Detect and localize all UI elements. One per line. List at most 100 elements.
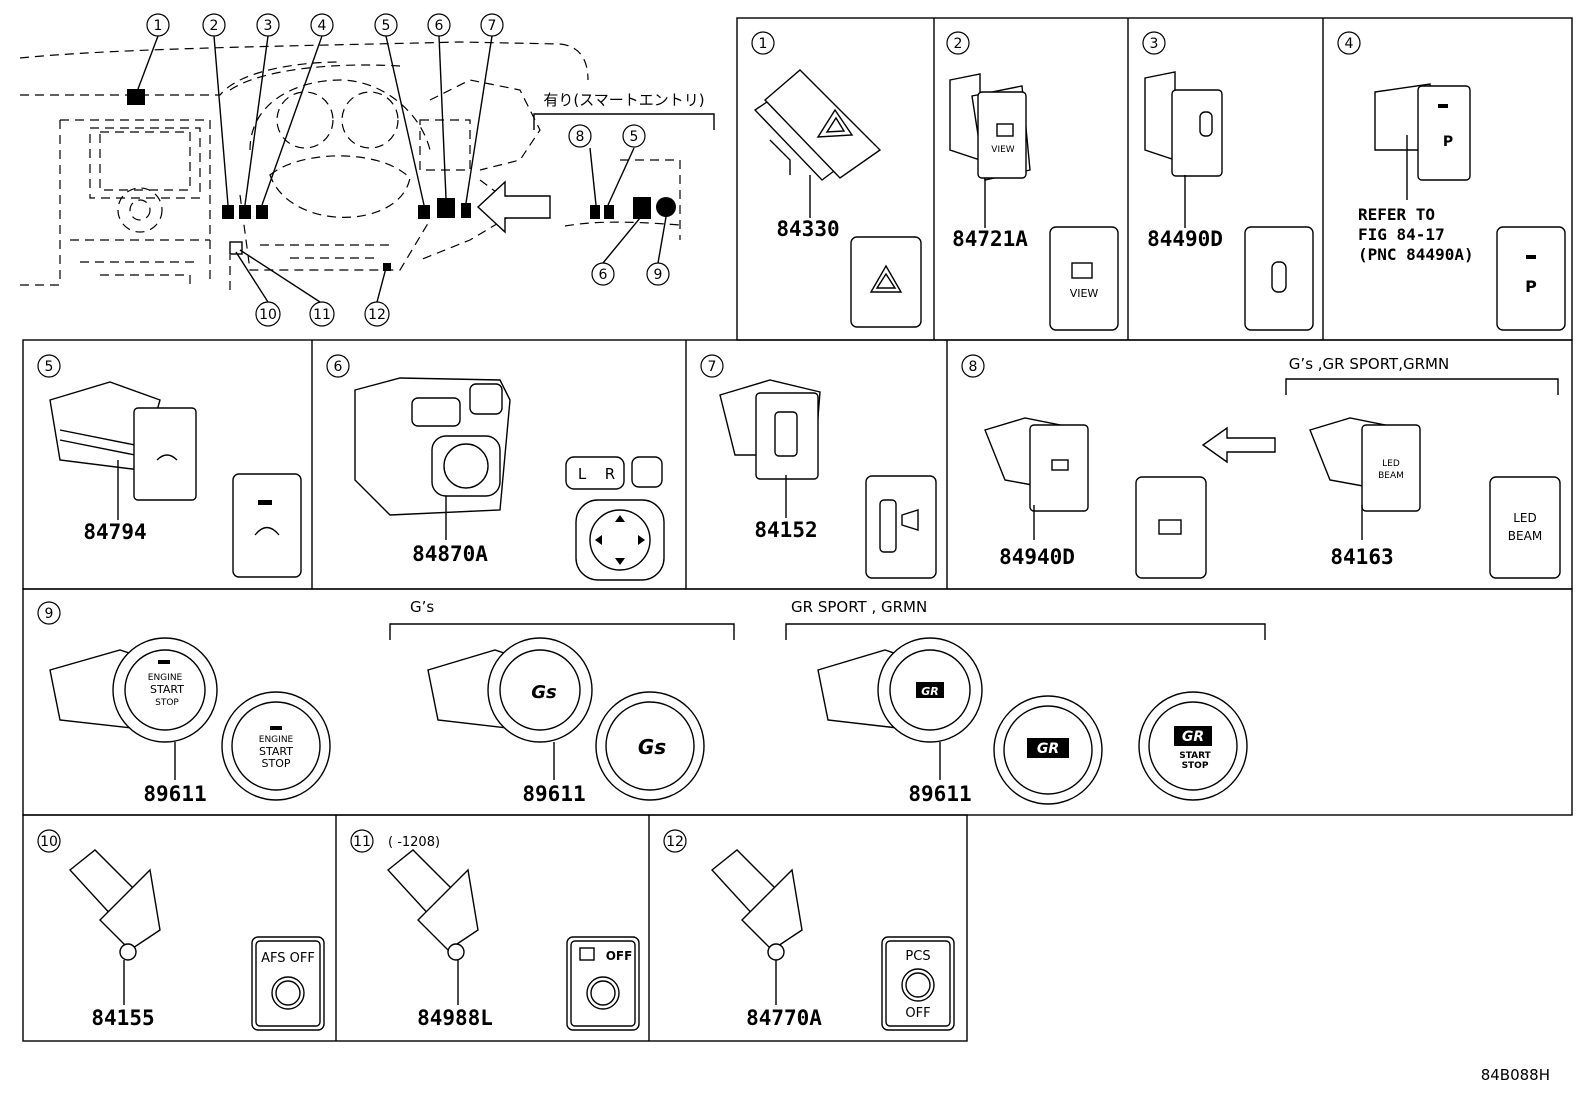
indicator-led (258, 500, 272, 505)
part-number-84721A: 84721A (952, 227, 1028, 251)
view-text: VIEW (1070, 287, 1099, 300)
pcs-off-text: OFF (905, 1006, 930, 1021)
callout-2: 2 (210, 18, 219, 34)
overview-callouts: 1 2 3 4 5 6 7 10 11 12 有り(スマートエントリ) 8 5 … (146, 13, 705, 327)
callout-4: 4 (318, 18, 327, 34)
beam-text-small: BEAM (1378, 471, 1404, 481)
refer-line-3: (PNC 84490A) (1358, 245, 1474, 264)
part-number-84940D: 84940D (999, 545, 1075, 569)
panel-11-off-switch: 11 ( -1208) 84988L OFF (350, 829, 640, 1031)
panel-5-number: 5 (45, 359, 54, 375)
part-number-84155: 84155 (91, 1006, 154, 1030)
mirror-left-label: L (578, 465, 587, 483)
part-number-84770A: 84770A (746, 1006, 822, 1030)
engine-text: ENGINE (259, 735, 294, 745)
part-number-89611-b: 89611 (522, 782, 585, 806)
gs-logo: Gs (638, 735, 666, 759)
panel-8-number: 8 (969, 359, 978, 375)
part-number-84490D: 84490D (1147, 227, 1223, 251)
callout-3: 3 (264, 18, 273, 34)
panel-6-mirror-switch: 6 84870A L R (326, 354, 665, 581)
adaptive-beam-button-face (1135, 476, 1207, 579)
beam-icon (1158, 519, 1182, 535)
mirror-fold-icon (631, 456, 663, 488)
panel-12-number: 12 (666, 834, 684, 850)
panel-7-number: 7 (708, 359, 717, 375)
panel-4-parking-switch: 4 P REFER TO FIG 84-17 (PNC 84490A) P (1337, 31, 1566, 331)
parking-button-face (1496, 226, 1566, 331)
led-text: LED (1513, 511, 1537, 525)
start-button-standard (221, 691, 331, 801)
led-text-small: LED (1382, 459, 1400, 469)
panel-5-wiper-deicer-switch: 5 84794 (37, 354, 302, 578)
callout-9: 9 (654, 267, 663, 283)
part-number-89611-c: 89611 (908, 782, 971, 806)
callout-1: 1 (154, 18, 163, 34)
panel-3-sonar-switch: 3 84490D (1142, 31, 1314, 331)
beam-text: BEAM (1508, 529, 1542, 543)
engine-text-small: ENGINE (148, 673, 183, 683)
panel-11-number: 11 (353, 834, 371, 850)
stop-text-small: STOP (155, 698, 179, 708)
leveling-button-face (865, 475, 937, 579)
afs-off-button-face (251, 936, 325, 1031)
panel-10-number: 10 (40, 834, 58, 850)
gr-logo: GR (1037, 741, 1059, 757)
parking-p-icon: P (1525, 277, 1537, 296)
panel-2-number: 2 (954, 36, 963, 52)
group-label-gr: GR SPORT , GRMN (791, 598, 927, 616)
stop-text-gr: STOP (1182, 761, 1209, 771)
wiper-deicer-icon (254, 526, 280, 536)
gr-logo-2: GR (1182, 729, 1204, 745)
callout-11: 11 (313, 307, 331, 323)
callout-5: 5 (382, 18, 391, 34)
camera-view-icon (1071, 262, 1093, 279)
parking-p-small: P (1443, 134, 1453, 150)
off-text: OFF (606, 949, 633, 963)
sonar-button-face (1244, 226, 1314, 331)
gr-logo-small: GR (921, 685, 939, 698)
part-number-84794: 84794 (83, 520, 146, 544)
start-text-gr: START (1179, 751, 1211, 761)
stop-text: STOP (262, 757, 291, 770)
figure-code: 84B088H (1481, 1066, 1550, 1084)
panel-grid (22, 17, 1573, 1042)
afs-off-text: AFS OFF (261, 951, 315, 966)
smart-entry-label: 有り(スマートエントリ) (543, 91, 704, 109)
gs-logo-small: Gs (531, 682, 557, 703)
leveling-dial-icon (879, 499, 897, 553)
dashboard-overview (19, 35, 715, 303)
view-text-small: VIEW (991, 145, 1014, 155)
callout-10: 10 (259, 307, 277, 323)
refer-line-1: REFER TO (1358, 205, 1435, 224)
led-beam-button-face (1489, 476, 1561, 579)
panel-1-number: 1 (759, 36, 768, 52)
start-button-gs (595, 691, 705, 801)
callout-12: 12 (368, 307, 386, 323)
panel-10-afs-off-switch: 10 84155 AFS OFF (37, 829, 325, 1031)
mirror-adjust-pad (575, 499, 665, 581)
start-text-small: START (150, 683, 184, 696)
refer-line-2: FIG 84-17 (1358, 225, 1445, 244)
part-number-89611-a: 89611 (143, 782, 206, 806)
callout-6b: 6 (599, 267, 608, 283)
callout-7: 7 (488, 18, 497, 34)
panel-4-number: 4 (1345, 36, 1354, 52)
lr-selector (565, 456, 625, 490)
lane-car-icon (579, 947, 595, 961)
panel-12-pcs-off-switch: 12 84770A PCS OFF (663, 829, 955, 1031)
panel-3-number: 3 (1150, 36, 1159, 52)
indicator-led (1526, 255, 1536, 259)
arrow-left-icon (1201, 426, 1276, 464)
pcs-text: PCS (905, 949, 930, 964)
group-label-gs: G’s (410, 598, 434, 616)
panel-7-headlight-leveling-switch: 7 84152 (700, 354, 937, 579)
part-number-84988L: 84988L (417, 1006, 493, 1030)
part-number-84870A: 84870A (412, 542, 488, 566)
date-note: ( -1208) (388, 835, 440, 850)
deicer-button-face (232, 473, 302, 578)
panel-9-number: 9 (45, 606, 54, 622)
callout-6: 6 (435, 18, 444, 34)
panel-2-view-switch: 2 VIEW 84721A VIEW (946, 31, 1119, 331)
